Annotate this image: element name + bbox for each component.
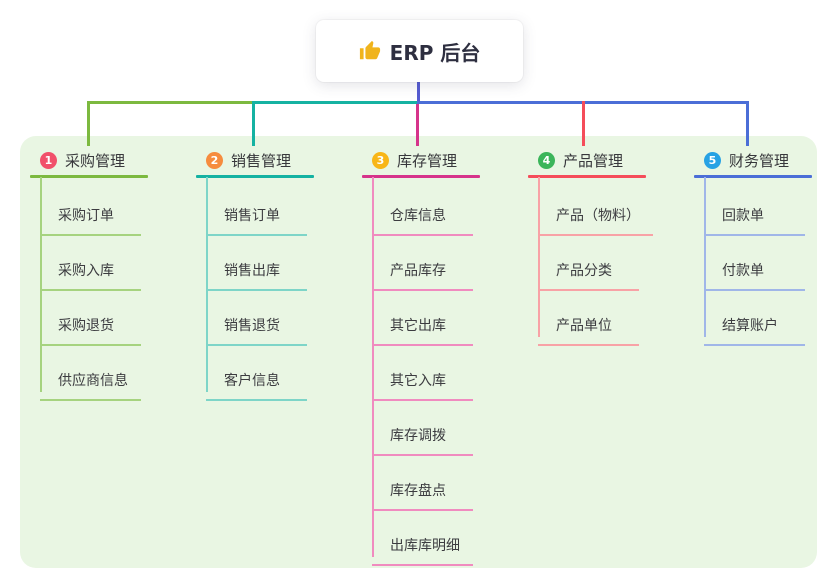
branch-node-sales[interactable]: 2 销售管理 (206, 150, 291, 171)
branch-label: 产品管理 (563, 152, 624, 170)
branch-trunk-line (704, 177, 706, 337)
child-node[interactable]: 库存盘点 (372, 467, 473, 511)
branch-number-badge: 2 (206, 152, 223, 169)
branch-node-purchase[interactable]: 1 采购管理 (40, 150, 125, 171)
child-node[interactable]: 产品分类 (538, 247, 639, 291)
connector-bus-mid (254, 101, 417, 104)
branch-underline (196, 175, 314, 178)
branch-label: 库存管理 (397, 152, 458, 170)
connector-drop-inventory (416, 104, 419, 146)
root-node-label: ERP 后台 (389, 40, 481, 65)
child-node[interactable]: 供应商信息 (40, 357, 141, 401)
branch-label: 销售管理 (231, 152, 292, 170)
branch-number-badge: 5 (704, 152, 721, 169)
branch-underline (362, 175, 480, 178)
branch-trunk-line (40, 177, 42, 392)
branch-label: 采购管理 (65, 152, 126, 170)
connector-drop-purchase (87, 101, 90, 146)
child-node[interactable]: 采购入库 (40, 247, 141, 291)
connector-bus-left (87, 101, 254, 104)
child-node[interactable]: 付款单 (704, 247, 805, 291)
branch-underline (30, 175, 148, 178)
connector-root-line (417, 82, 420, 103)
branch-underline (528, 175, 646, 178)
child-node[interactable]: 客户信息 (206, 357, 307, 401)
connector-drop-product (582, 101, 585, 146)
branch-node-inventory[interactable]: 3 库存管理 (372, 150, 457, 171)
child-node[interactable]: 采购退货 (40, 302, 141, 346)
child-node[interactable]: 库存调拨 (372, 412, 473, 456)
branch-number-badge: 4 (538, 152, 555, 169)
child-node[interactable]: 产品库存 (372, 247, 473, 291)
branch-number-badge: 1 (40, 152, 57, 169)
child-node[interactable]: 结算账户 (704, 302, 805, 346)
branch-trunk-line (372, 177, 374, 557)
thumbs-up-icon (359, 40, 381, 62)
connector-drop-finance (746, 101, 749, 146)
branch-node-finance[interactable]: 5 财务管理 (704, 150, 789, 171)
branches-panel (20, 136, 817, 568)
child-node[interactable]: 其它出库 (372, 302, 473, 346)
child-node[interactable]: 销售退货 (206, 302, 307, 346)
child-node[interactable]: 回款单 (704, 192, 805, 236)
branch-node-product[interactable]: 4 产品管理 (538, 150, 623, 171)
branch-trunk-line (538, 177, 540, 337)
child-node[interactable]: 出库库明细 (372, 522, 473, 566)
branch-number-badge: 3 (372, 152, 389, 169)
root-node[interactable]: ERP 后台 (316, 20, 523, 82)
branch-label: 财务管理 (729, 152, 790, 170)
child-node[interactable]: 销售出库 (206, 247, 307, 291)
child-node[interactable]: 采购订单 (40, 192, 141, 236)
child-node[interactable]: 其它入库 (372, 357, 473, 401)
connector-drop-sales (252, 101, 255, 146)
child-node[interactable]: 仓库信息 (372, 192, 473, 236)
branch-trunk-line (206, 177, 208, 392)
child-node[interactable]: 产品（物料） (538, 192, 653, 236)
child-node[interactable]: 销售订单 (206, 192, 307, 236)
branch-underline (694, 175, 812, 178)
child-node[interactable]: 产品单位 (538, 302, 639, 346)
